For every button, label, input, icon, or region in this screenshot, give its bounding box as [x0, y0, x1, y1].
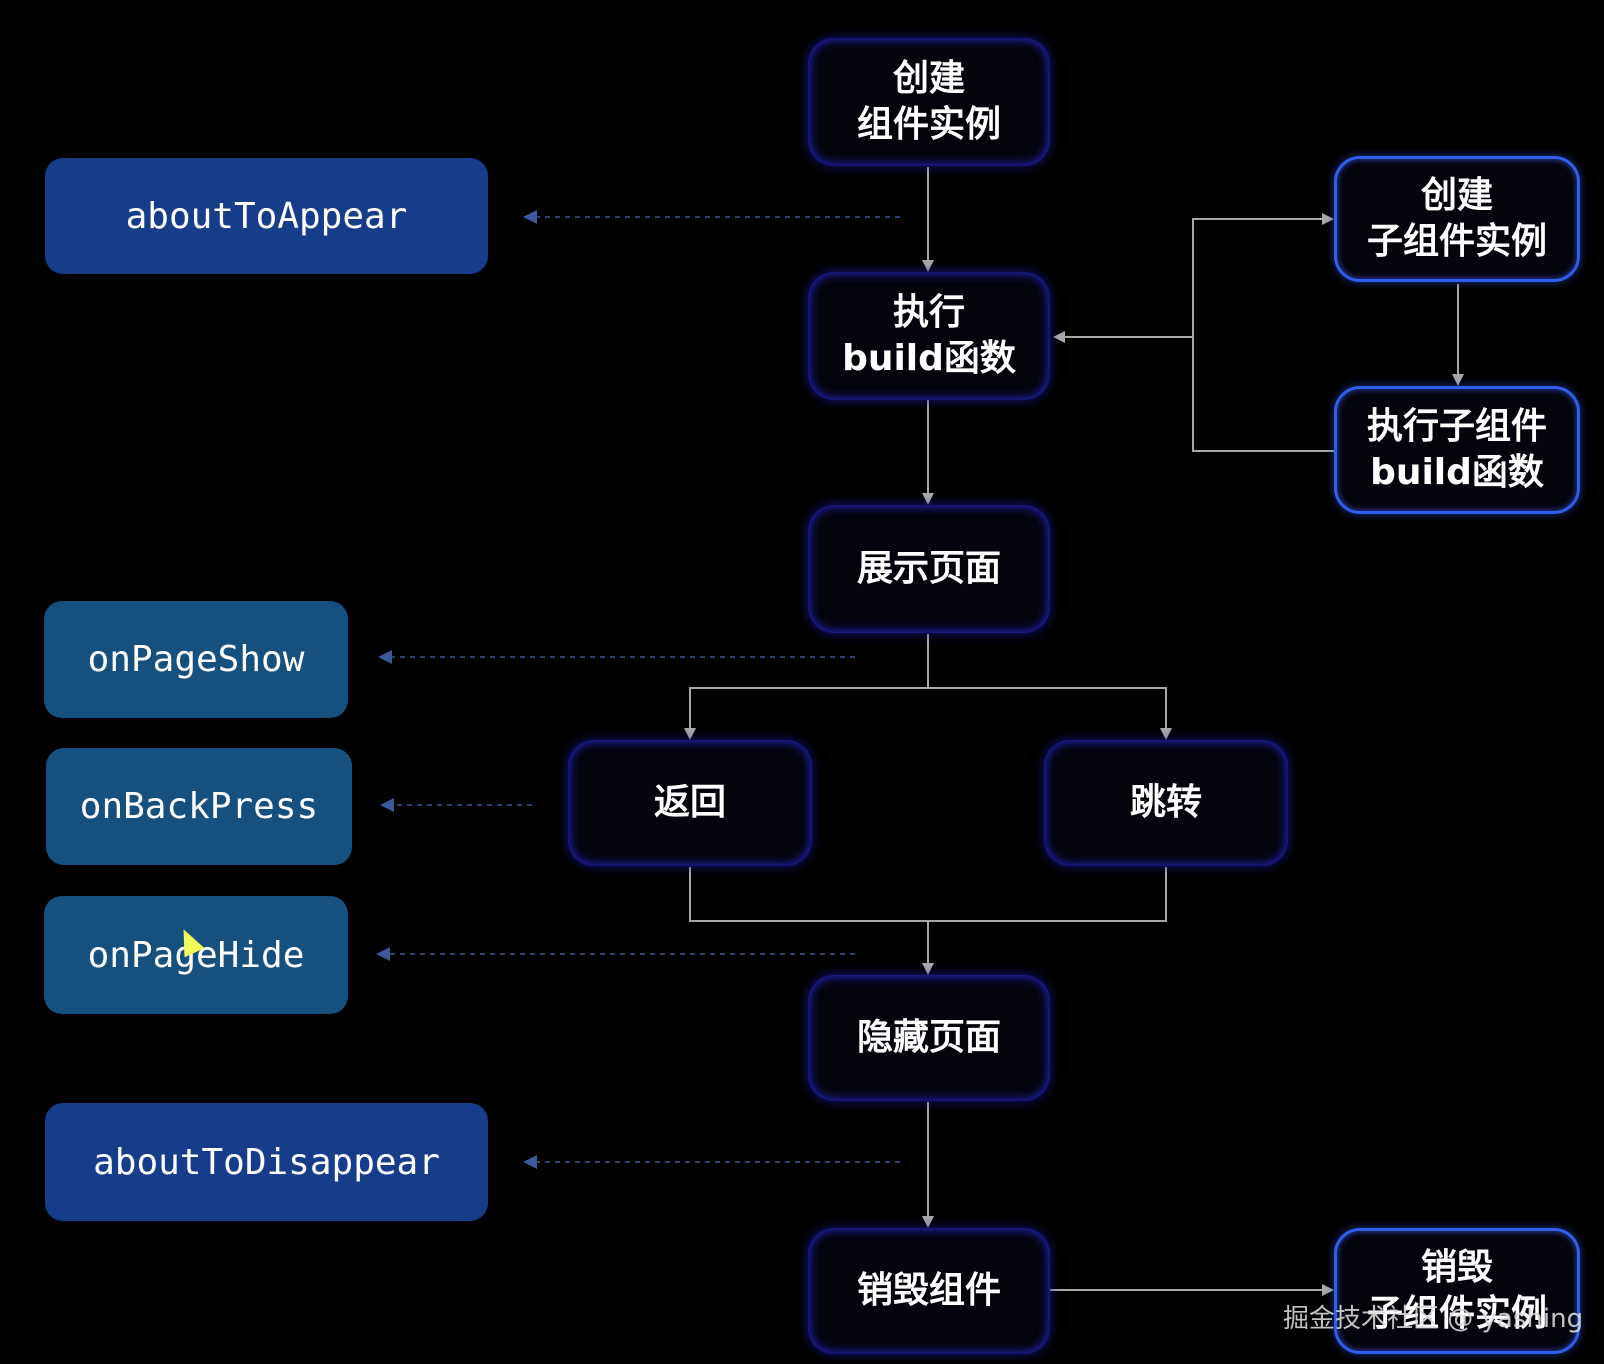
edge-exec-child-to-build [1053, 331, 1336, 452]
node-hide-page-label: 隐藏页面 [856, 1017, 1001, 1058]
hook-on-back-press-label: onBackPress [79, 786, 319, 827]
node-create-instance-label: 创建 组件实例 [856, 58, 1001, 145]
node-exec-child-build: 执行子组件 build函数 [1334, 386, 1580, 514]
node-show-page: 展示页面 [808, 505, 1050, 633]
node-destroy-component: 销毁组件 [808, 1228, 1050, 1354]
edge-jump-join [928, 867, 1167, 922]
node-hide-page: 隐藏页面 [808, 975, 1050, 1101]
node-jump-label: 跳转 [1129, 782, 1202, 823]
hook-on-page-hide-label: onPageHide [87, 934, 305, 976]
hook-about-to-disappear-label: aboutToDisappear [93, 1141, 440, 1183]
node-show-page-label: 展示页面 [856, 548, 1001, 589]
edge-show-to-back [684, 687, 928, 740]
node-back: 返回 [568, 740, 812, 866]
hook-on-page-hide: onPageHide [44, 896, 348, 1014]
hook-on-page-show-label: onPageShow [87, 639, 305, 680]
edge-show-to-jump [928, 687, 1172, 740]
edge-build-to-create-child [1192, 213, 1334, 337]
hook-about-to-disappear: aboutToDisappear [45, 1103, 488, 1221]
edge-back-join [689, 867, 928, 922]
hook-on-page-show: onPageShow [44, 601, 348, 718]
node-create-child: 创建 子组件实例 [1334, 156, 1580, 282]
watermark: 掘金技术社区 @ yashing [1283, 1304, 1584, 1334]
hook-about-to-appear: aboutToAppear [45, 158, 488, 274]
hook-on-back-press: onBackPress [46, 748, 352, 865]
node-create-child-label: 创建 子组件实例 [1366, 175, 1547, 262]
node-destroy-child: 销毁 子组件实例 [1334, 1228, 1580, 1354]
node-back-label: 返回 [653, 782, 726, 823]
node-exec-child-build-label: 执行子组件 build函数 [1366, 406, 1547, 493]
node-exec-build-label: 执行 build函数 [842, 292, 1016, 379]
node-create-instance: 创建 组件实例 [808, 38, 1050, 166]
node-exec-build: 执行 build函数 [808, 272, 1050, 400]
hook-about-to-appear-label: aboutToAppear [125, 195, 408, 237]
node-destroy-component-label: 销毁组件 [856, 1270, 1001, 1311]
node-jump: 跳转 [1044, 740, 1288, 866]
